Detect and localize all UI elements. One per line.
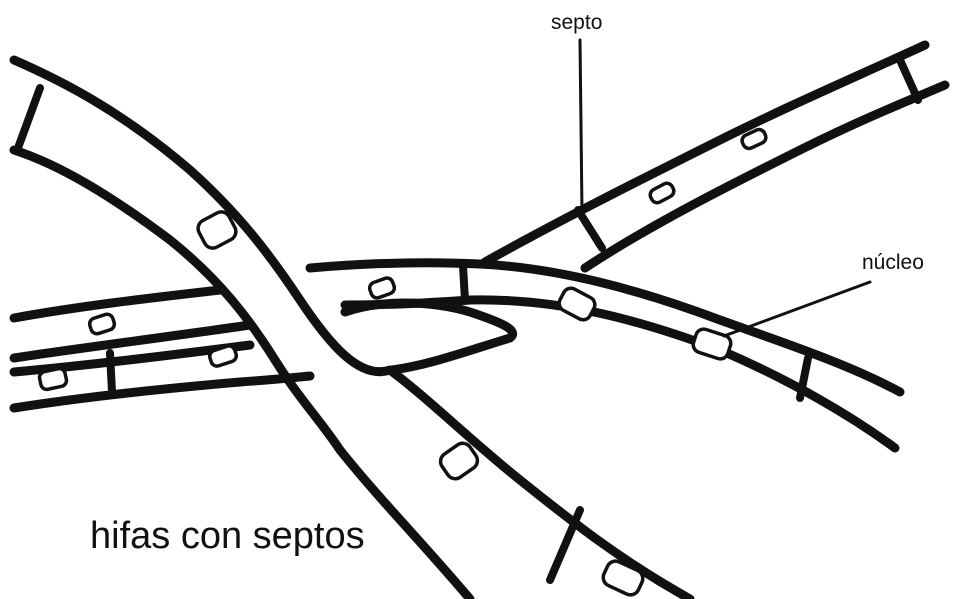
septum (110, 353, 112, 392)
septum (18, 88, 40, 148)
septum-leader-line (580, 40, 582, 212)
hypha-upper-right-upper-wall (485, 45, 925, 262)
septum (900, 60, 918, 100)
hypha-central (310, 263, 900, 448)
nucleus (368, 276, 396, 299)
hypha-central-lower-wall (345, 300, 895, 448)
nucleus (88, 313, 116, 336)
septum (578, 210, 602, 248)
nucleus (691, 327, 733, 361)
hypha-junction-curve (345, 303, 513, 370)
diagram-caption: hifas con septos (90, 517, 365, 555)
nucleus-leader-line (724, 282, 870, 336)
nucleus (648, 181, 676, 205)
nucleus (556, 285, 597, 322)
nucleus (38, 367, 67, 390)
septum (463, 266, 465, 300)
hypha-upper-right (485, 45, 945, 268)
septum-label: septo (551, 12, 602, 33)
hypha-left-wall-1 (14, 290, 220, 318)
nucleus-label: núcleo (862, 252, 924, 273)
